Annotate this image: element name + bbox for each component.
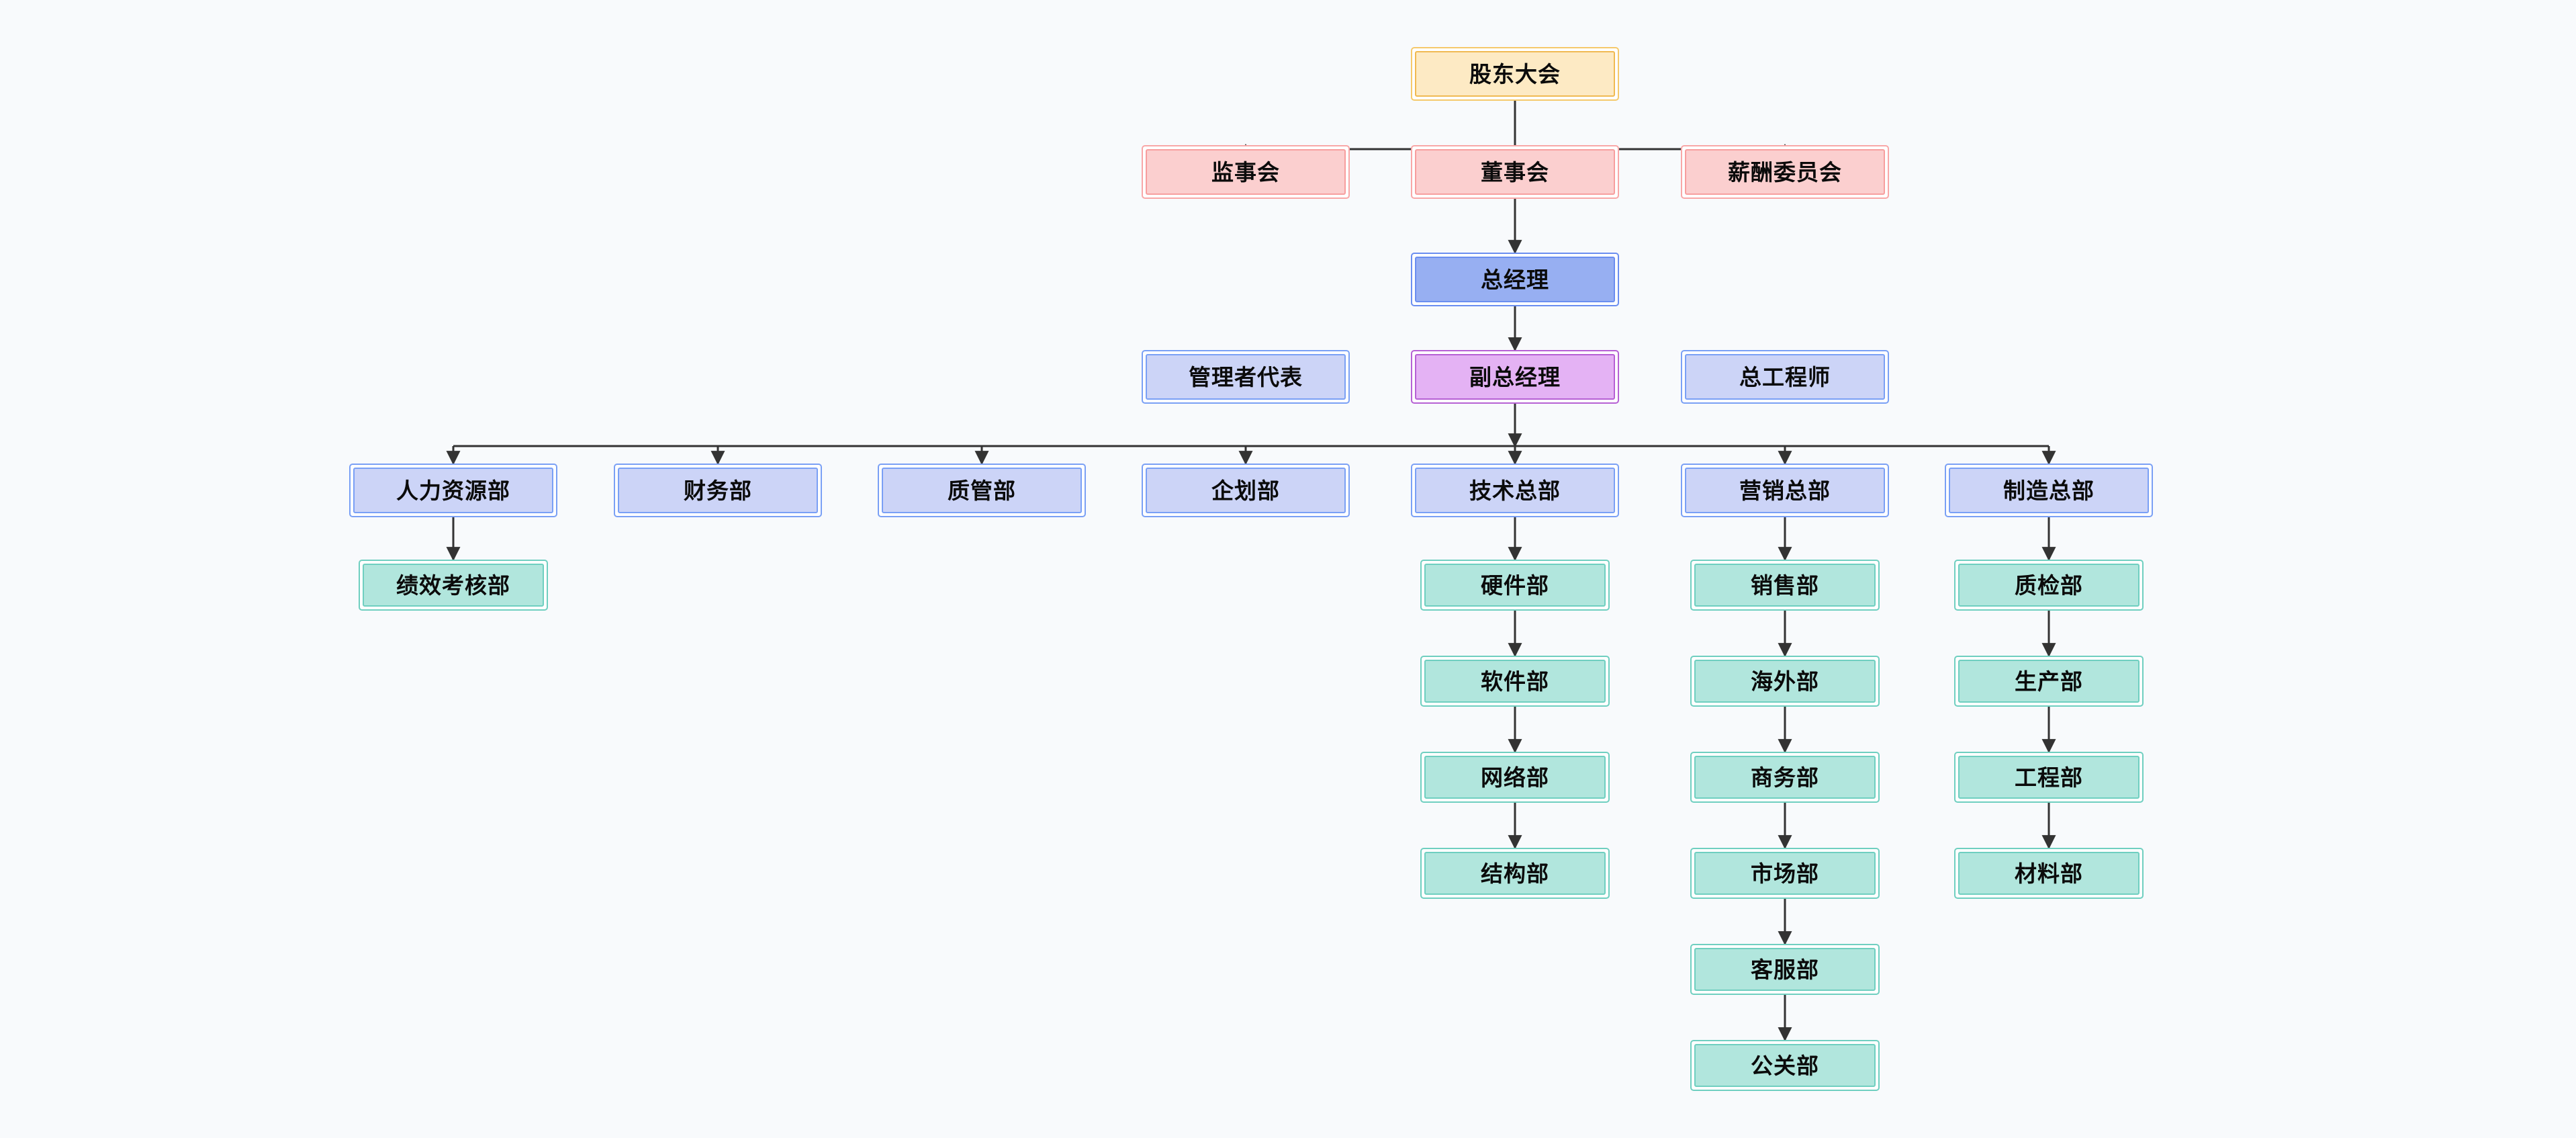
node-general-manager-label: 总经理 xyxy=(1481,267,1549,292)
node-compensation-committee-label: 薪酬委员会 xyxy=(1728,159,1842,185)
node-subdepartment-marketing-hq-2-label: 商务部 xyxy=(1751,764,1819,790)
node-subdepartment-manufacturing-hq-2-label: 工程部 xyxy=(2015,764,2083,790)
node-shareholders-meeting-label: 股东大会 xyxy=(1469,61,1561,87)
node-board-of-directors-label: 董事会 xyxy=(1481,159,1549,185)
node-subdepartment-marketing-hq-5-body: 公关部 xyxy=(1694,1044,1876,1087)
node-subdepartment-manufacturing-hq-1-label: 生产部 xyxy=(2015,668,2083,694)
node-department-hr-body: 人力资源部 xyxy=(353,468,553,513)
node-subdepartment-technology-hq-1[interactable]: 软件部 xyxy=(1420,656,1610,707)
node-general-manager[interactable]: 总经理 xyxy=(1411,253,1619,306)
node-department-finance-body: 财务部 xyxy=(618,468,818,513)
node-subdepartment-marketing-hq-3-body: 市场部 xyxy=(1694,852,1876,895)
node-board-of-directors[interactable]: 董事会 xyxy=(1411,145,1619,199)
node-subdepartment-manufacturing-hq-2-body: 工程部 xyxy=(1958,756,2140,799)
node-department-manufacturing-hq-body: 制造总部 xyxy=(1949,468,2149,513)
node-subdepartment-technology-hq-3-label: 结构部 xyxy=(1481,861,1549,886)
node-subdepartment-technology-hq-1-label: 软件部 xyxy=(1481,668,1549,694)
node-subdepartment-technology-hq-0-body: 硬件部 xyxy=(1424,564,1606,607)
node-subdepartment-manufacturing-hq-0[interactable]: 质检部 xyxy=(1954,560,2144,611)
node-subdepartment-marketing-hq-1-body: 海外部 xyxy=(1694,660,1876,703)
node-subdepartment-marketing-hq-3-label: 市场部 xyxy=(1751,861,1819,886)
node-shareholders-meeting-body: 股东大会 xyxy=(1415,51,1615,97)
node-subdepartment-marketing-hq-0-label: 销售部 xyxy=(1751,572,1819,598)
node-management-representative-label: 管理者代表 xyxy=(1189,364,1303,390)
node-subdepartment-marketing-hq-4-body: 客服部 xyxy=(1694,948,1876,991)
node-department-finance-label: 财务部 xyxy=(684,478,752,503)
node-subdepartment-hr-0-label: 绩效考核部 xyxy=(396,572,510,598)
node-chief-engineer-label: 总工程师 xyxy=(1739,364,1831,390)
node-subdepartment-marketing-hq-1-label: 海外部 xyxy=(1751,668,1819,694)
node-subdepartment-marketing-hq-5-label: 公关部 xyxy=(1751,1053,1819,1078)
node-subdepartment-technology-hq-2[interactable]: 网络部 xyxy=(1420,752,1610,803)
node-department-finance[interactable]: 财务部 xyxy=(614,464,822,517)
node-subdepartment-marketing-hq-4[interactable]: 客服部 xyxy=(1690,944,1880,995)
node-supervisory-board-body: 监事会 xyxy=(1146,149,1346,195)
node-subdepartment-marketing-hq-3[interactable]: 市场部 xyxy=(1690,848,1880,899)
node-department-marketing-hq-body: 营销总部 xyxy=(1685,468,1885,513)
node-department-marketing-hq[interactable]: 营销总部 xyxy=(1681,464,1889,517)
node-department-quality-management-body: 质管部 xyxy=(882,468,1082,513)
node-shareholders-meeting[interactable]: 股东大会 xyxy=(1411,47,1619,101)
node-deputy-general-manager-label: 副总经理 xyxy=(1469,364,1561,390)
node-subdepartment-technology-hq-2-label: 网络部 xyxy=(1481,764,1549,790)
node-compensation-committee[interactable]: 薪酬委员会 xyxy=(1681,145,1889,199)
node-subdepartment-manufacturing-hq-1[interactable]: 生产部 xyxy=(1954,656,2144,707)
node-subdepartment-manufacturing-hq-3-body: 材料部 xyxy=(1958,852,2140,895)
node-general-manager-body: 总经理 xyxy=(1415,257,1615,302)
node-subdepartment-marketing-hq-0-body: 销售部 xyxy=(1694,564,1876,607)
node-subdepartment-hr-0[interactable]: 绩效考核部 xyxy=(359,560,548,611)
node-supervisory-board[interactable]: 监事会 xyxy=(1142,145,1350,199)
node-department-technology-hq[interactable]: 技术总部 xyxy=(1411,464,1619,517)
node-subdepartment-marketing-hq-2[interactable]: 商务部 xyxy=(1690,752,1880,803)
node-subdepartment-technology-hq-0-label: 硬件部 xyxy=(1481,572,1549,598)
node-department-quality-management[interactable]: 质管部 xyxy=(878,464,1086,517)
node-department-technology-hq-label: 技术总部 xyxy=(1469,478,1561,503)
node-deputy-general-manager[interactable]: 副总经理 xyxy=(1411,350,1619,404)
node-subdepartment-manufacturing-hq-1-body: 生产部 xyxy=(1958,660,2140,703)
node-supervisory-board-label: 监事会 xyxy=(1211,159,1280,185)
node-subdepartment-manufacturing-hq-3-label: 材料部 xyxy=(2015,861,2083,886)
node-deputy-general-manager-body: 副总经理 xyxy=(1415,354,1615,400)
node-subdepartment-technology-hq-3-body: 结构部 xyxy=(1424,852,1606,895)
node-department-manufacturing-hq-label: 制造总部 xyxy=(2003,478,2095,503)
node-board-of-directors-body: 董事会 xyxy=(1415,149,1615,195)
node-department-technology-hq-body: 技术总部 xyxy=(1415,468,1615,513)
node-department-planning-label: 企划部 xyxy=(1211,478,1280,503)
node-subdepartment-marketing-hq-4-label: 客服部 xyxy=(1751,957,1819,982)
node-management-representative[interactable]: 管理者代表 xyxy=(1142,350,1350,404)
node-chief-engineer-body: 总工程师 xyxy=(1685,354,1885,400)
node-management-representative-body: 管理者代表 xyxy=(1146,354,1346,400)
node-department-hr[interactable]: 人力资源部 xyxy=(349,464,557,517)
node-subdepartment-manufacturing-hq-2[interactable]: 工程部 xyxy=(1954,752,2144,803)
node-subdepartment-technology-hq-1-body: 软件部 xyxy=(1424,660,1606,703)
node-department-marketing-hq-label: 营销总部 xyxy=(1739,478,1831,503)
node-chief-engineer[interactable]: 总工程师 xyxy=(1681,350,1889,404)
node-compensation-committee-body: 薪酬委员会 xyxy=(1685,149,1885,195)
node-subdepartment-marketing-hq-2-body: 商务部 xyxy=(1694,756,1876,799)
node-subdepartment-hr-0-body: 绩效考核部 xyxy=(363,564,544,607)
node-subdepartment-manufacturing-hq-3[interactable]: 材料部 xyxy=(1954,848,2144,899)
node-department-planning-body: 企划部 xyxy=(1146,468,1346,513)
node-subdepartment-marketing-hq-1[interactable]: 海外部 xyxy=(1690,656,1880,707)
node-subdepartment-technology-hq-2-body: 网络部 xyxy=(1424,756,1606,799)
node-subdepartment-manufacturing-hq-0-body: 质检部 xyxy=(1958,564,2140,607)
node-subdepartment-technology-hq-3[interactable]: 结构部 xyxy=(1420,848,1610,899)
node-subdepartment-marketing-hq-0[interactable]: 销售部 xyxy=(1690,560,1880,611)
node-subdepartment-manufacturing-hq-0-label: 质检部 xyxy=(2015,572,2083,598)
node-subdepartment-technology-hq-0[interactable]: 硬件部 xyxy=(1420,560,1610,611)
node-department-manufacturing-hq[interactable]: 制造总部 xyxy=(1945,464,2153,517)
node-department-planning[interactable]: 企划部 xyxy=(1142,464,1350,517)
node-department-hr-label: 人力资源部 xyxy=(396,478,510,503)
node-subdepartment-marketing-hq-5[interactable]: 公关部 xyxy=(1690,1040,1880,1091)
node-department-quality-management-label: 质管部 xyxy=(948,478,1016,503)
